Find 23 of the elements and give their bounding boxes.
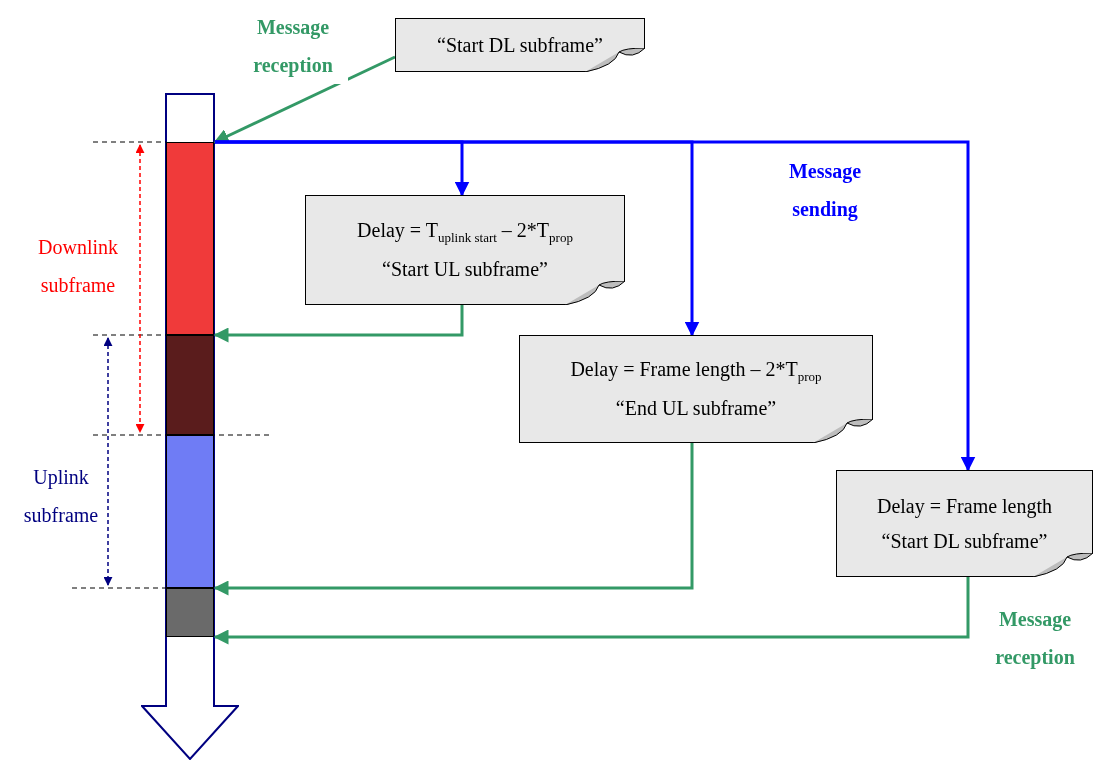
arrow [213, 55, 396, 144]
subframe-segment [166, 142, 214, 335]
note-text: “End UL subframe” [615, 397, 777, 420]
note-box [836, 470, 1093, 577]
note-text: Delay = Frame length [876, 494, 1053, 518]
arrow [215, 140, 976, 472]
subframe-segment [166, 588, 214, 637]
subframe-label: Downlink subframe [37, 235, 119, 298]
arrow [213, 443, 694, 596]
note-text: “Start DL subframe” [881, 529, 1048, 553]
subframe-label: Uplink subframe [22, 465, 100, 528]
note-text: “Start DL subframe” [437, 33, 603, 57]
note-text: “Start UL subframe” [382, 258, 548, 281]
arrow [213, 577, 970, 645]
note-box [519, 335, 873, 443]
arrow [213, 305, 464, 343]
note-text: Delay = Frame length – 2*T$_{prop}$ [570, 358, 822, 385]
subframe-segment [166, 435, 214, 588]
note-text: Delay = T$_{uplink start}$ – 2*T$_{prop}$ [357, 219, 573, 246]
note-box [305, 195, 625, 305]
time-arrow [141, 93, 239, 760]
subframe-segment [166, 335, 214, 435]
note-box [395, 18, 645, 72]
